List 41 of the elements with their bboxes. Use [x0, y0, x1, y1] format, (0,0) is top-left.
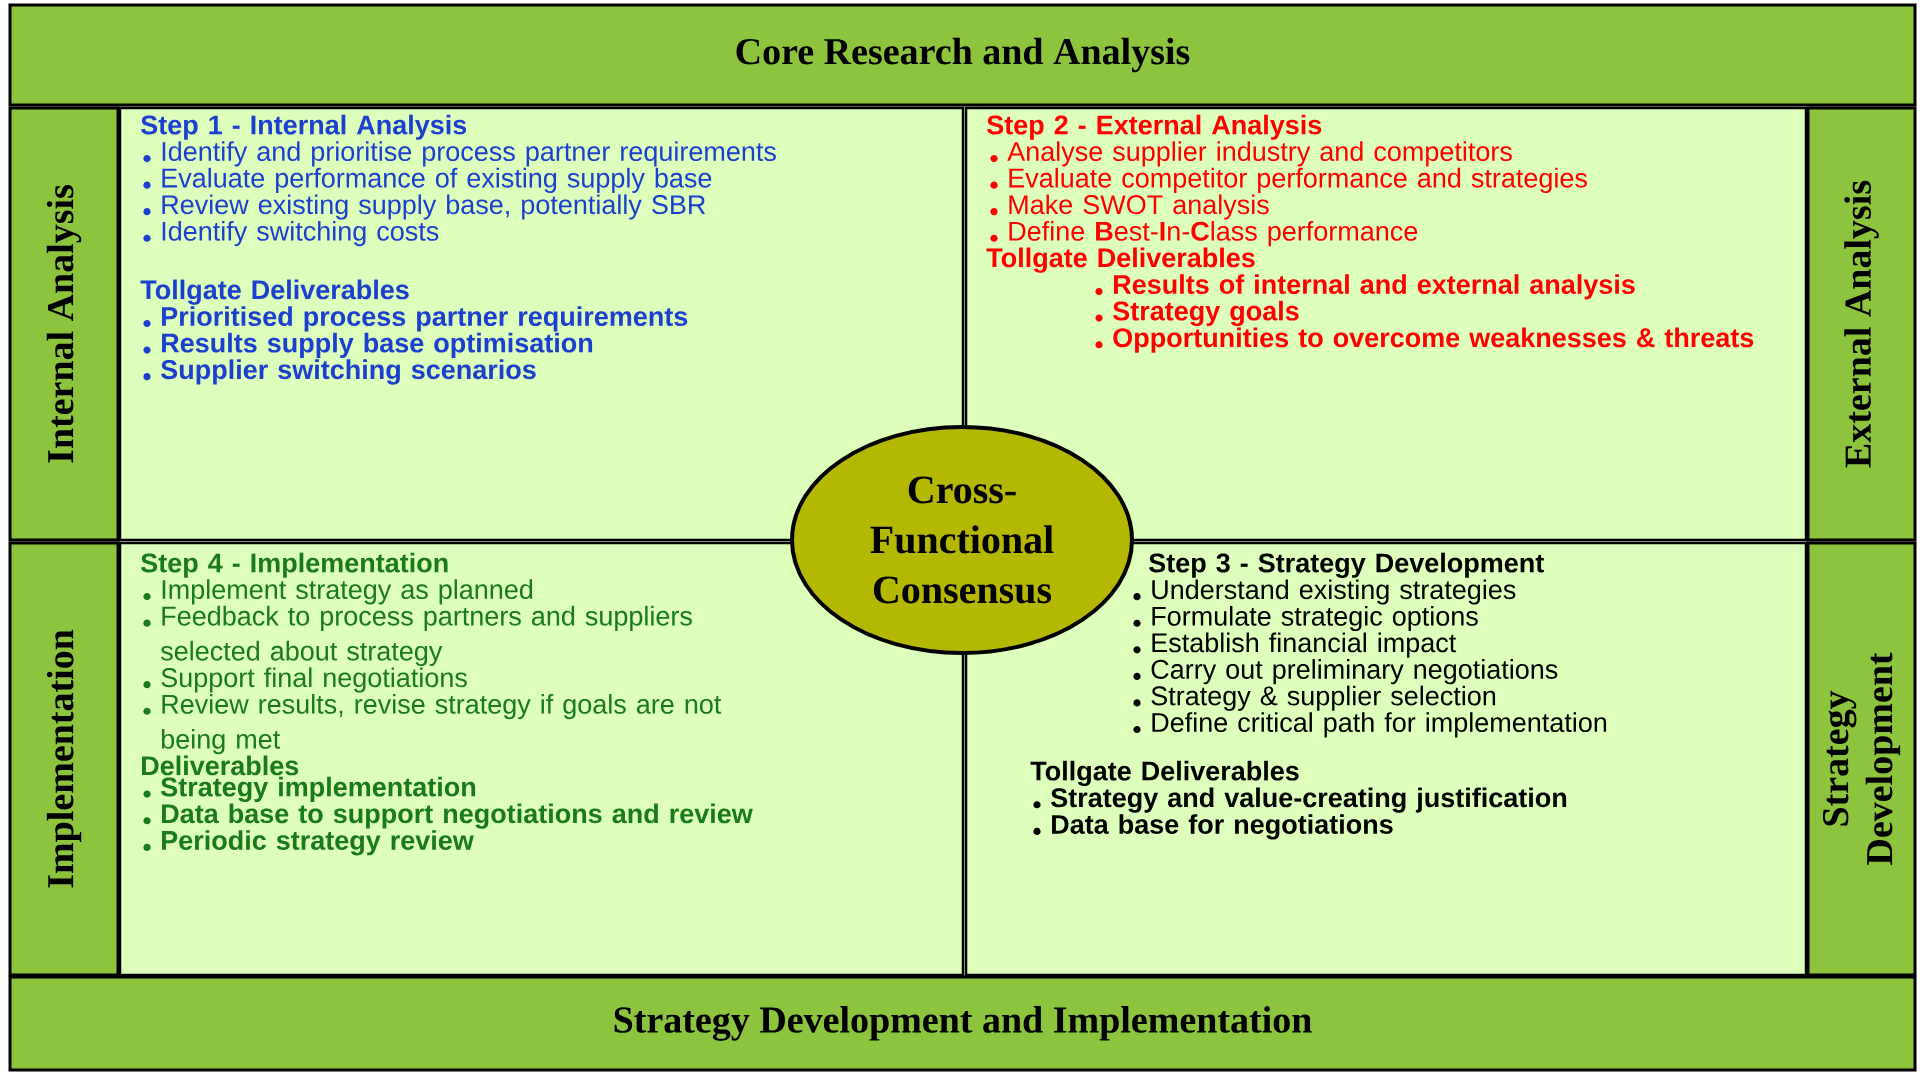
bullet-item: Strategy implementation: [143, 776, 476, 803]
bullet-item: Feedback to process partners and suppliers selected about strategy: [143, 605, 692, 666]
bullet-item: Implement strategy as planned: [143, 579, 533, 605]
bullet-item: Carry out preliminary negotiations: [1133, 659, 1558, 685]
step-heading: Step 2 - External Analysis: [987, 114, 1322, 140]
bullet-item: Prioritised process partner requirements: [143, 306, 688, 332]
bullet-item: Evaluate performance of existing supply base: [143, 167, 712, 193]
bullet-item: Results supply base optimisation: [143, 332, 593, 358]
deliverables-heading: Tollgate Deliverables: [140, 279, 409, 305]
band-label: External Analysis: [1806, 106, 1917, 542]
bullet-item: Define Best-In-Class performance: [990, 220, 1418, 247]
bullet-item: Formulate strategic options: [1133, 605, 1478, 632]
bullet-item: Support final negotiations: [143, 667, 467, 693]
bullet-item: Strategy goals: [1095, 300, 1299, 327]
bullet-item: Data base for negotiations: [1033, 814, 1393, 840]
band-label: Internal Analysis: [8, 106, 120, 542]
deliverables-heading: Tollgate Deliverables: [1030, 760, 1299, 787]
step-heading: Step 1 - Internal Analysis: [141, 114, 467, 140]
bullet-item: Supplier switching scenarios: [143, 359, 536, 385]
bullet-item: Make SWOT analysis: [990, 194, 1269, 220]
bullet-item: Review results, revise strategy if goals are not being met: [143, 693, 722, 755]
bullet-item: Evaluate competitor performance and strategies: [990, 167, 1587, 193]
bullet-item: Define critical path for implementation: [1133, 712, 1607, 738]
bullet-item: Review existing supply base, potentially SBR: [143, 194, 706, 220]
band-label: Implementation: [8, 541, 120, 977]
bullet-item: Data base to support negotiations and review: [143, 803, 753, 829]
bullet-item: Understand existing strategies: [1133, 579, 1516, 605]
deliverables-heading: Deliverables: [142, 755, 299, 776]
bullet-item: Analyse supplier industry and competitors: [990, 141, 1512, 167]
bullet-item: Identify and prioritise process partner requirements: [143, 141, 776, 167]
deliverables-heading: Tollgate Deliverables: [986, 247, 1255, 273]
bullet-item: Periodic strategy review: [143, 830, 474, 856]
bullet-item: Establish financial impact: [1133, 632, 1457, 658]
step-heading: Step 4 - Implementation: [141, 552, 448, 578]
band-label: Strategy Development: [1806, 541, 1917, 977]
bullet-item: Results of internal and external analysis: [1095, 274, 1635, 300]
bullet-item: Identify switching costs: [143, 220, 439, 247]
bullet-item: Opportunities to overcome weaknesses & threats: [1095, 327, 1754, 353]
step-heading: Step 3 - Strategy Development: [1149, 552, 1544, 578]
bullet-item: Strategy and value-creating justification: [1033, 787, 1567, 813]
bullet-item: Strategy & supplier selection: [1133, 685, 1496, 711]
